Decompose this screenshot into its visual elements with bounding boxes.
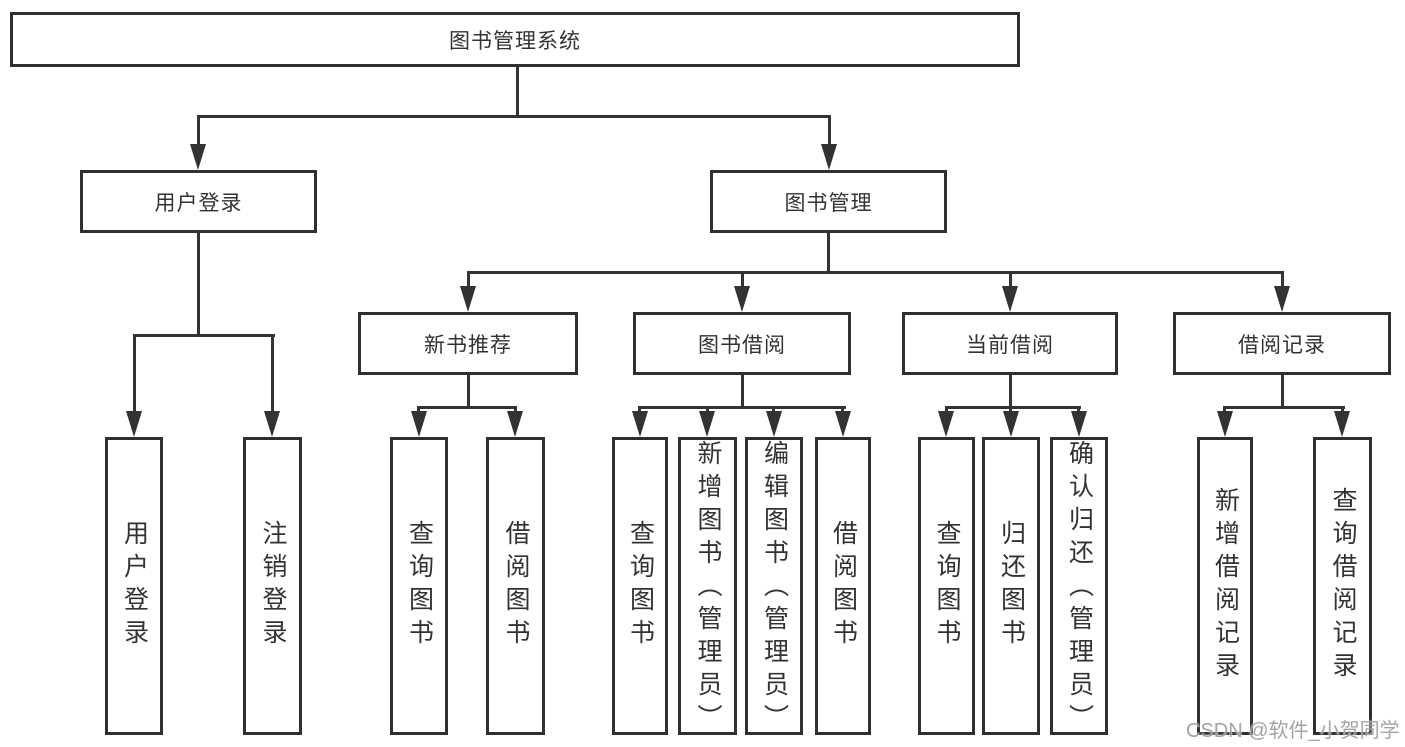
- node-root: 图书管理系统: [10, 12, 1020, 67]
- connector-line: [133, 334, 275, 337]
- node-book-borrow: 图书借阅: [633, 312, 851, 375]
- arrow-head-icon: [1334, 411, 1350, 437]
- connector-line: [1009, 271, 1012, 293]
- node-leaf-user-login: 用户登录: [105, 437, 163, 735]
- connector-line: [418, 406, 517, 409]
- node-leaf-cb-return: 归还图书: [982, 437, 1040, 735]
- connector-line: [467, 271, 1284, 274]
- arrow-head-icon: [411, 411, 427, 437]
- node-leaf-nbr-query: 查询图书: [390, 437, 448, 735]
- node-leaf-bb-add: 新增图书（管理员）: [678, 437, 737, 737]
- arrow-head-icon: [126, 411, 142, 437]
- node-leaf-br-add: 新增借阅记录: [1197, 437, 1253, 735]
- node-borrow-records: 借阅记录: [1173, 312, 1391, 375]
- node-leaf-bb-query: 查询图书: [612, 437, 668, 735]
- connector-line: [1281, 271, 1284, 293]
- arrow-head-icon: [766, 411, 782, 437]
- connector-line: [271, 334, 274, 416]
- node-user-login: 用户登录: [80, 170, 317, 233]
- connector-line: [945, 406, 1081, 409]
- arrow-head-icon: [734, 286, 750, 312]
- arrow-head-icon: [1071, 411, 1087, 437]
- node-leaf-nbr-borrow: 借阅图书: [486, 437, 545, 735]
- node-leaf-logout: 注销登录: [243, 437, 302, 735]
- arrow-head-icon: [1217, 411, 1233, 437]
- connector-line: [467, 375, 470, 409]
- node-current-borrow: 当前借阅: [902, 312, 1118, 375]
- connector-line: [741, 375, 744, 409]
- connector-line: [467, 271, 470, 293]
- arrow-head-icon: [1002, 286, 1018, 312]
- arrow-head-icon: [264, 411, 280, 437]
- arrow-head-icon: [938, 411, 954, 437]
- csdn-watermark: CSDN @软件_小贺同学: [1186, 720, 1400, 742]
- node-leaf-cb-confirm: 确认归还（管理员）: [1050, 437, 1108, 737]
- connector-line: [741, 271, 744, 293]
- connector-line: [827, 233, 830, 274]
- node-leaf-bb-borrow: 借阅图书: [815, 437, 871, 735]
- arrow-head-icon: [632, 411, 648, 437]
- node-leaf-bb-edit: 编辑图书（管理员）: [745, 437, 803, 737]
- arrow-head-icon: [699, 411, 715, 437]
- arrow-head-icon: [1003, 411, 1019, 437]
- connector-line: [197, 233, 200, 337]
- arrow-head-icon: [190, 144, 206, 170]
- arrow-head-icon: [821, 144, 837, 170]
- node-leaf-cb-query: 查询图书: [918, 437, 975, 735]
- arrow-head-icon: [1274, 286, 1290, 312]
- connector-line: [1281, 375, 1284, 409]
- connector-line: [516, 67, 519, 118]
- connector-line: [197, 115, 200, 147]
- arrow-head-icon: [507, 411, 523, 437]
- connector-line: [828, 115, 831, 147]
- connector-line: [197, 115, 831, 118]
- connector-line: [1009, 375, 1012, 409]
- node-new-book-rec: 新书推荐: [358, 312, 578, 375]
- connector-line: [638, 406, 846, 409]
- arrow-head-icon: [460, 286, 476, 312]
- connector-line: [1223, 406, 1345, 409]
- arrow-head-icon: [835, 411, 851, 437]
- node-leaf-br-query: 查询借阅记录: [1313, 437, 1372, 735]
- connector-line: [133, 334, 136, 416]
- node-book-mgmt: 图书管理: [710, 170, 947, 233]
